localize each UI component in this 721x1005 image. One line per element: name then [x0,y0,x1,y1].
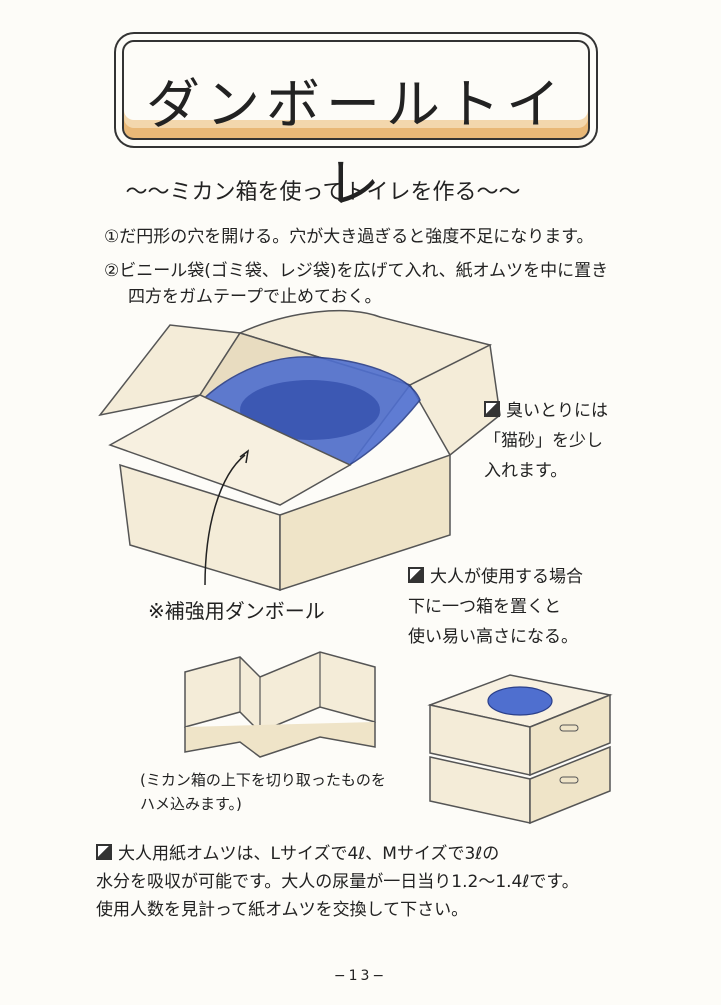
bottom-note-line-1: 大人用紙オムツは、Lサイズで4ℓ、Mサイズで3ℓの [118,844,500,864]
adult-note-line-2: 下に一つ箱を置くと [408,597,561,617]
instruction-step-1: ①だ円形の穴を開ける。穴が大き過ぎると強度不足になります。 [104,227,594,247]
reinforcement-note-line-2: ハメ込みます。) [140,795,242,813]
instruction-step-2-cont: 四方をガムテープで止めておく。 [128,287,382,307]
adult-note-line-1: 大人が使用する場合 [430,567,583,587]
reinforcement-note: (ミカン箱の上下を切り取ったものを ハメ込みます。) [140,768,400,816]
page-number: −13− [333,968,388,984]
stacked-boxes-illustration [427,674,613,825]
diaper-capacity-note: 大人用紙オムツは、Lサイズで4ℓ、Mサイズで3ℓの 水分を吸収が可能です。大人の… [96,840,656,924]
odor-note: 臭いとりには 「猫砂」を少し 入れます。 [484,396,614,486]
adult-note-line-3: 使い易い高さになる。 [408,627,578,647]
reinforcement-note-line-1: (ミカン箱の上下を切り取ったものを [140,771,386,789]
square-bullet-icon [408,567,424,583]
odor-note-line-1: 臭いとりには [506,401,608,421]
reinforcement-label: ※補強用ダンボール [148,599,325,623]
reinforcement-cardboard-illustration [184,651,376,758]
odor-note-line-3: 入れます。 [484,461,568,481]
page-title: ダンボールトイレ [146,73,566,215]
odor-note-line-2: 「猫砂」を少し [484,431,603,451]
instruction-step-2: ②ビニール袋(ゴミ袋、レジ袋)を広げて入れ、紙オムツを中に置き [104,261,609,281]
subtitle: 〜〜ミカン箱を使ってトイレを作る〜〜 [125,180,521,205]
box-toilet-illustration [98,310,501,592]
bottom-note-line-2: 水分を吸収が可能です。大人の尿量が一日当り1.2〜1.4ℓです。 [96,872,579,892]
square-bullet-icon [96,844,112,860]
adult-use-note: 大人が使用する場合 下に一つ箱を置くと 使い易い高さになる。 [408,562,628,652]
title-box: ダンボールトイレ [122,40,590,215]
bottom-note-line-3: 使用人数を見計って紙オムツを交換して下さい。 [96,900,469,920]
square-bullet-icon [484,401,500,417]
